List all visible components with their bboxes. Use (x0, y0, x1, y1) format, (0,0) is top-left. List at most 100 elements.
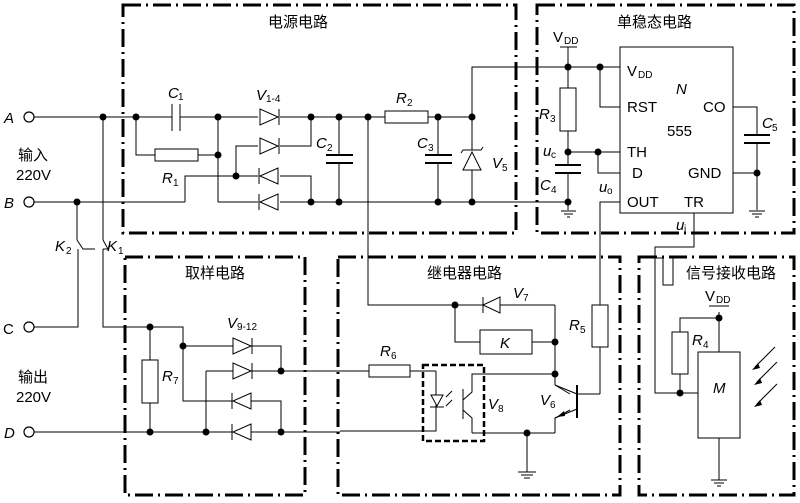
resistor-r2: R 2 (384, 90, 429, 124)
svg-text:u: u (543, 143, 552, 160)
vdd-supply-monostable: V DD (553, 29, 578, 48)
svg-text:2: 2 (407, 98, 413, 109)
resistor-r4: R 4 (671, 331, 709, 375)
wires (34, 47, 758, 480)
optocoupler-v8: V 8 (421, 363, 504, 443)
diode-v7: V 7 (481, 285, 529, 314)
svg-text:R: R (692, 332, 703, 349)
svg-text:9-12: 9-12 (237, 322, 257, 333)
svg-text:8: 8 (498, 404, 504, 415)
svg-text:V: V (492, 155, 504, 172)
svg-text:V: V (513, 285, 525, 302)
svg-text:i: i (684, 224, 686, 235)
receiver-circuit-block (637, 255, 796, 497)
svg-text:C: C (762, 115, 773, 132)
svg-text:5: 5 (580, 325, 586, 336)
monostable-circuit-block (535, 3, 796, 235)
svg-text:R: R (380, 343, 391, 360)
vdd-supply-receiver: V DD (705, 288, 730, 307)
svg-text:D: D (632, 165, 643, 182)
svg-text:u: u (599, 179, 608, 196)
input-voltage: 220V (16, 167, 51, 184)
svg-text:M: M (713, 380, 726, 397)
svg-text:1: 1 (118, 246, 124, 257)
svg-text:R: R (569, 317, 580, 334)
terminal-d: D (4, 425, 35, 442)
svg-text:C: C (3, 321, 14, 338)
svg-text:V: V (705, 288, 715, 305)
svg-text:R: R (162, 170, 173, 187)
relay-circuit-title: 继电器电路 (427, 264, 502, 282)
light-signal-icon (752, 346, 778, 407)
relay-circuit-block (336, 255, 622, 497)
svg-text:R: R (162, 368, 173, 385)
svg-text:CO: CO (703, 99, 726, 116)
svg-text:c: c (551, 150, 556, 161)
svg-text:B: B (4, 195, 14, 212)
svg-text:7: 7 (173, 376, 179, 387)
signal-uo-label: u o (599, 179, 613, 197)
svg-text:C: C (316, 135, 327, 152)
sampling-circuit-block (123, 255, 307, 497)
svg-text:7: 7 (523, 293, 529, 304)
receiver-module-m: M (697, 351, 741, 439)
input-label: 输入 (18, 146, 48, 164)
svg-text:TH: TH (627, 144, 647, 161)
svg-text:6: 6 (550, 400, 556, 411)
ic-555-timer: V DD N RST CO 555 TH D GND OUT TR (619, 46, 734, 214)
svg-text:DD: DD (716, 295, 730, 306)
svg-text:RST: RST (627, 99, 657, 116)
terminal-c: C (3, 321, 35, 338)
svg-text:DD: DD (564, 36, 578, 47)
switch-k1: K 1 (102, 238, 124, 257)
resistor-r1: R 1 (154, 148, 199, 189)
svg-text:V: V (488, 396, 500, 413)
ground-icon (749, 210, 765, 218)
output-label: 输出 (18, 368, 48, 386)
power-circuit-title: 电源电路 (268, 13, 328, 31)
svg-text:A: A (3, 110, 14, 127)
svg-text:555: 555 (667, 123, 692, 140)
svg-text:GND: GND (688, 165, 722, 182)
svg-text:R: R (396, 90, 407, 107)
capacitor-c3: C 3 (417, 135, 452, 164)
svg-text:3: 3 (550, 114, 556, 125)
svg-text:K: K (55, 238, 66, 255)
svg-text:3: 3 (428, 143, 434, 154)
terminal-b: B (4, 195, 35, 212)
relay-coil-k: K (479, 329, 533, 355)
svg-text:V: V (627, 63, 637, 80)
svg-text:V: V (553, 29, 563, 46)
svg-text:2: 2 (327, 143, 333, 154)
transistor-v6: V 6 (540, 384, 578, 419)
ground-icon (711, 479, 727, 487)
resistor-r6: R 6 (368, 343, 411, 378)
ground-icon (561, 210, 576, 218)
svg-text:V: V (540, 392, 552, 409)
diode-bridge-v9-12: V 9-12 (227, 315, 257, 441)
svg-text:D: D (4, 425, 15, 442)
svg-text:1-4: 1-4 (266, 94, 281, 105)
capacitor-c2: C 2 (316, 135, 353, 164)
signal-uc-label: u c (543, 143, 556, 161)
svg-text:4: 4 (551, 185, 557, 196)
resistor-r5: R 5 (569, 304, 609, 348)
svg-text:TR: TR (684, 194, 704, 211)
switch-k2: K 2 (55, 238, 95, 257)
svg-text:6: 6 (391, 351, 397, 362)
resistor-r7: R 7 (141, 359, 179, 404)
resistor-r3: R 3 (539, 87, 577, 132)
svg-text:V: V (227, 315, 239, 332)
svg-text:5: 5 (502, 163, 508, 174)
ground-icon (518, 471, 536, 479)
output-voltage: 220V (16, 389, 51, 406)
signal-ui-label: u i (676, 217, 686, 235)
diode-bridge-v1-4: V 1-4 (256, 87, 281, 211)
junction-dots (73, 63, 761, 437)
svg-text:R: R (539, 106, 550, 123)
svg-text:K: K (500, 335, 511, 352)
svg-text:5: 5 (772, 123, 778, 134)
capacitor-c5: C 5 (744, 115, 778, 144)
svg-text:DD: DD (638, 70, 652, 81)
svg-text:2: 2 (66, 246, 72, 257)
